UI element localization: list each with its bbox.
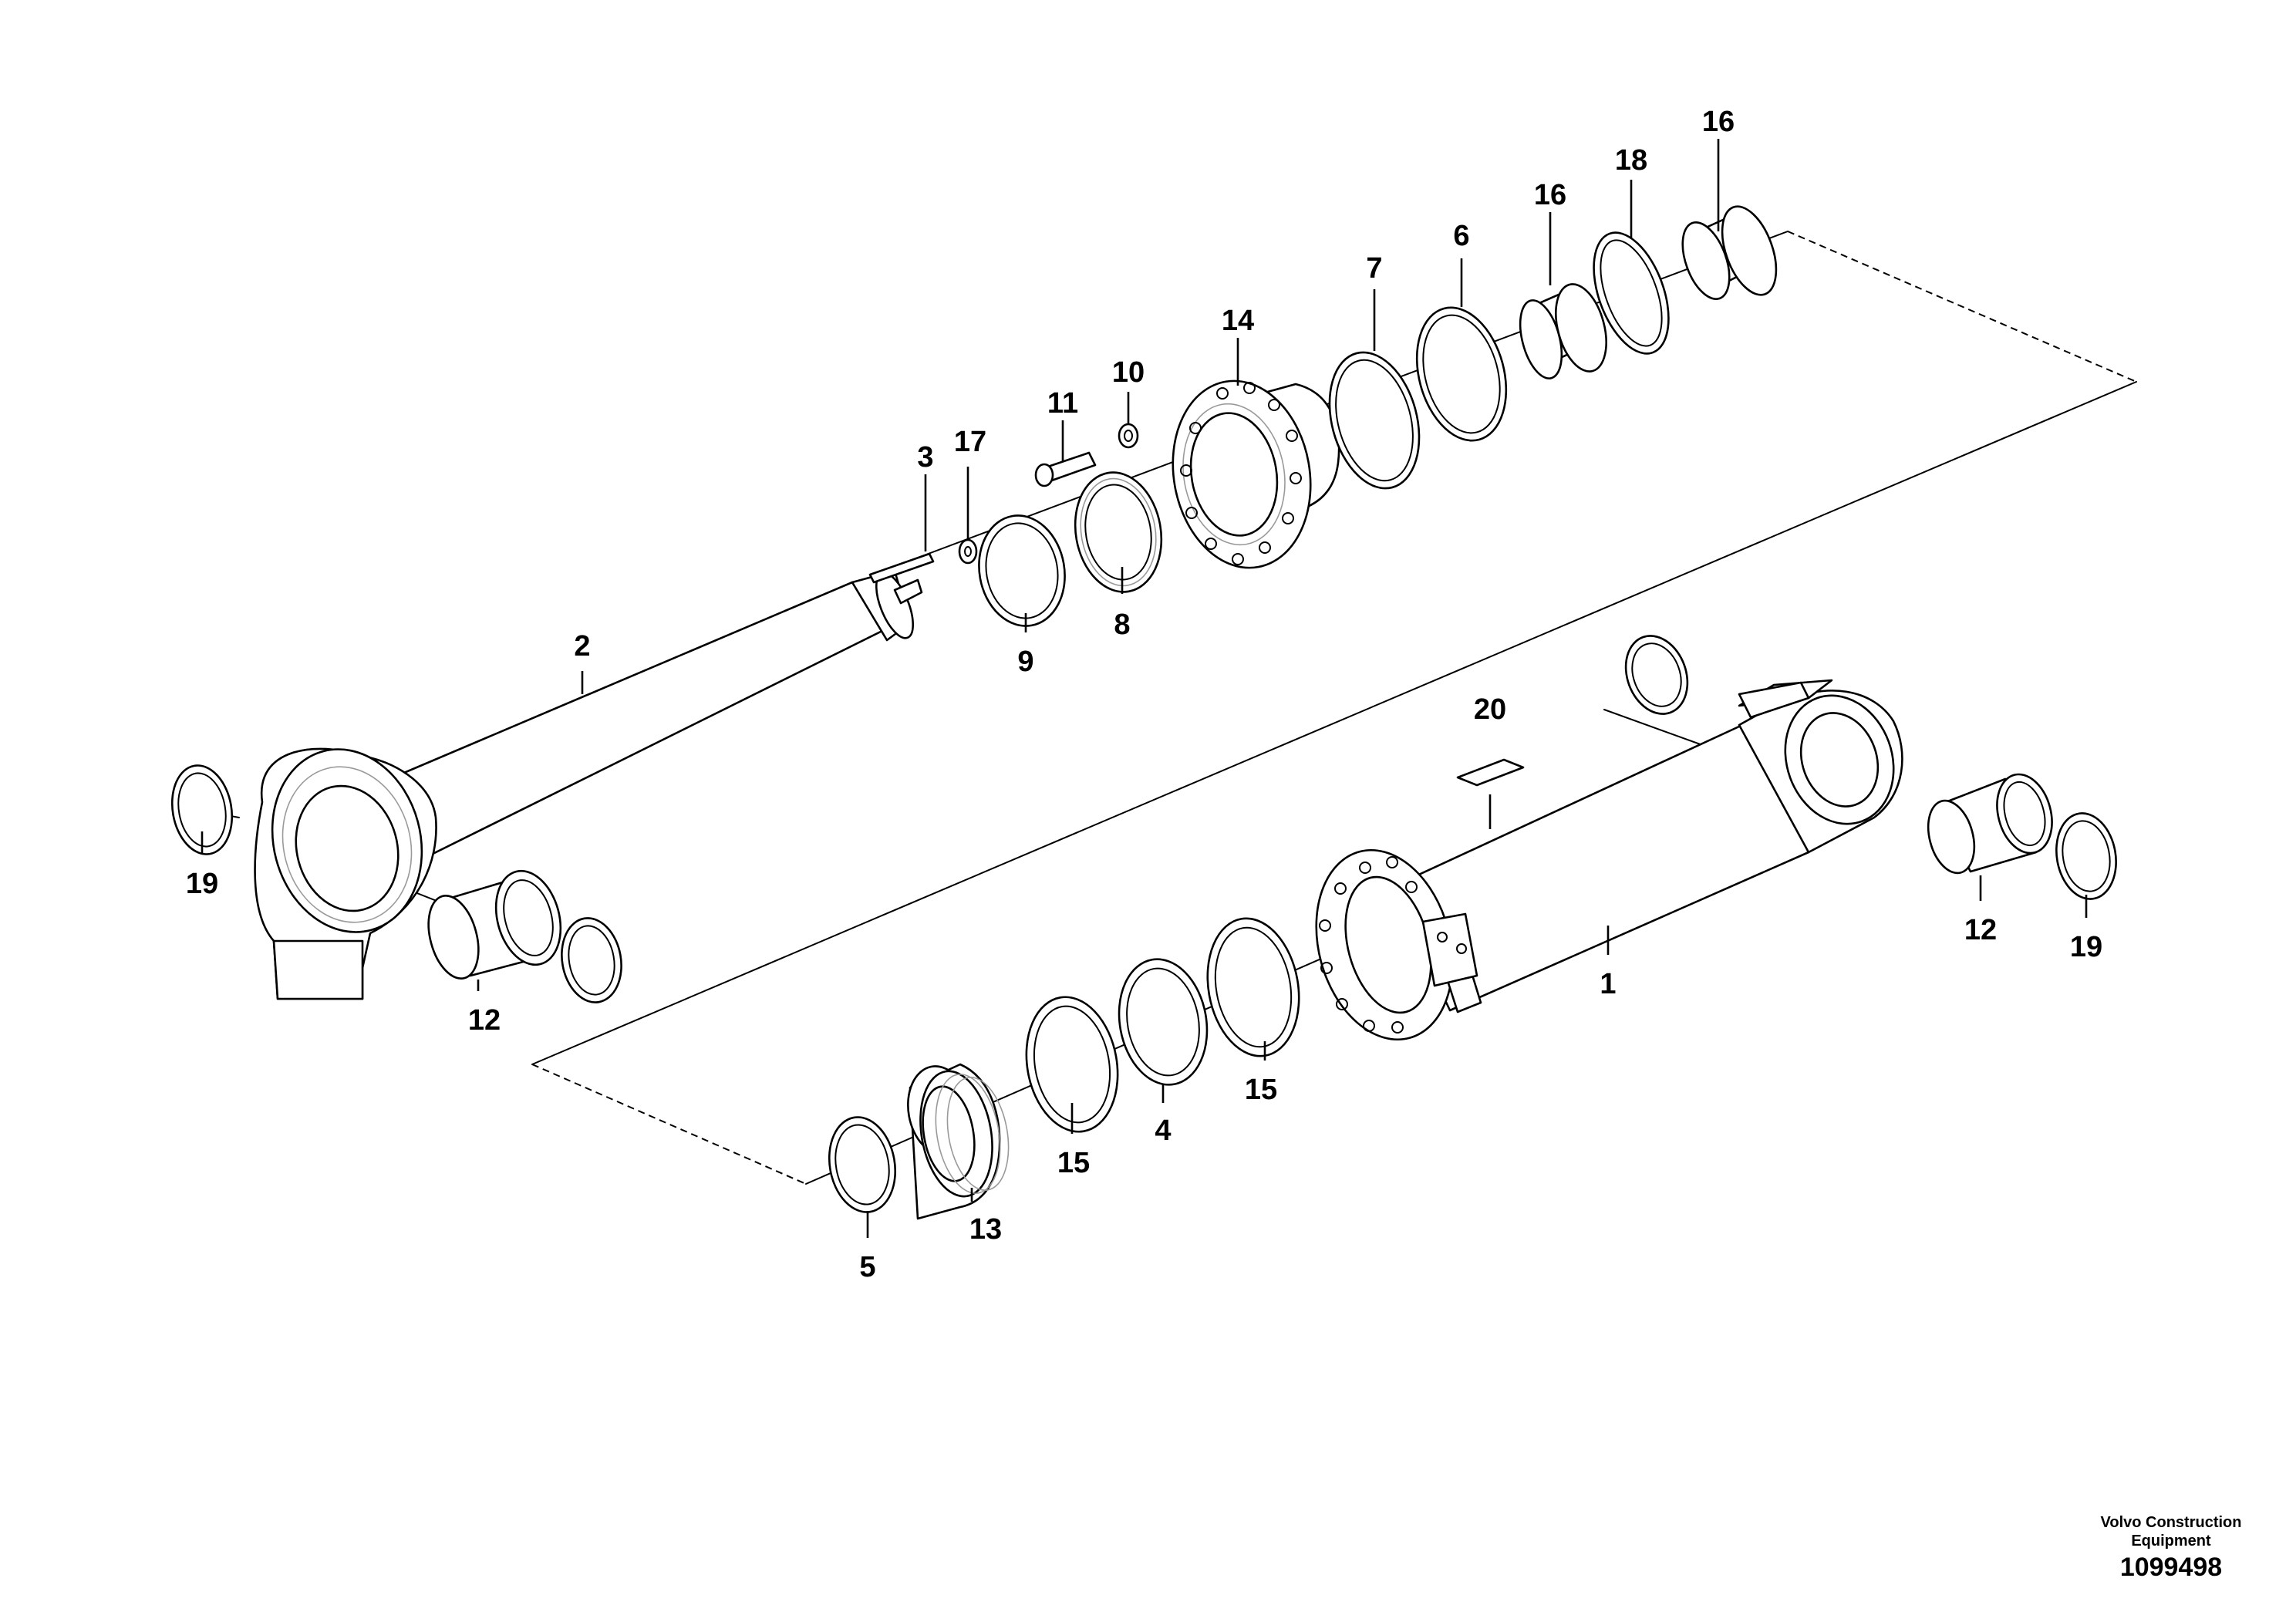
bushing-12-left	[427, 869, 562, 980]
callout-19-left: 19	[186, 868, 218, 900]
callout-12-right: 12	[1964, 914, 1997, 946]
callout-19-right: 19	[2070, 931, 2102, 963]
callout-8: 8	[1114, 609, 1130, 641]
seal-ring-left-bushing	[561, 917, 622, 1003]
backup-ring-part-6	[1415, 306, 1508, 442]
bushing-part-16-top	[1681, 205, 1778, 300]
callout-1: 1	[1600, 968, 1616, 1000]
washer-part-17	[958, 538, 978, 565]
drawing-number: 1099498	[2119, 1553, 2223, 1582]
ring-part-9	[978, 514, 1066, 627]
bushing-12-right	[1927, 773, 2053, 875]
callout-numbers: 1 2 3 4 5 6 7 8 9 10 11 12 12 13 14 15 1…	[186, 106, 2102, 1283]
callout-14: 14	[1222, 305, 1254, 337]
washer-part-10	[1118, 423, 1139, 449]
piston-part-13	[907, 1063, 1010, 1220]
cylinder-tube-part-1	[1315, 679, 1903, 1041]
cylinder-head-part-14	[1172, 379, 1340, 569]
seal-ring-19-left	[170, 764, 234, 855]
callout-11: 11	[1047, 387, 1078, 420]
head-bolt-holes	[1180, 382, 1302, 565]
ring-part-18	[1593, 231, 1670, 355]
callout-4: 4	[1155, 1114, 1171, 1147]
callout-16-middle: 16	[1534, 179, 1566, 211]
callout-13: 13	[969, 1213, 1002, 1246]
bolt-part-11	[1034, 451, 1097, 487]
pin-part-3	[868, 552, 935, 584]
callout-5: 5	[859, 1251, 875, 1283]
o-ring-part-7	[1328, 351, 1421, 490]
callout-17: 17	[954, 426, 986, 458]
flange-bolt-holes	[1319, 856, 1418, 1034]
callout-20: 20	[1474, 693, 1506, 726]
seal-part-15-lower	[1025, 996, 1119, 1133]
seal-part-8	[1074, 471, 1163, 593]
seal-ring-19-upper	[1624, 635, 1689, 715]
ring-part-4	[1118, 958, 1209, 1086]
callout-10: 10	[1112, 356, 1145, 389]
callout-2: 2	[574, 630, 590, 663]
callout-12-left: 12	[468, 1004, 501, 1037]
bushing-part-16-middle	[1519, 283, 1607, 379]
callout-16-top: 16	[1702, 106, 1735, 138]
piston-rod-part-2	[254, 569, 923, 1000]
callout-9: 9	[1017, 646, 1033, 678]
brand-line-1: Volvo Construction	[2100, 1514, 2242, 1531]
tube-port-block	[1421, 912, 1478, 987]
ring-part-5	[828, 1116, 897, 1213]
brand-line-2: Equipment	[2131, 1533, 2211, 1549]
callout-15-lower: 15	[1057, 1147, 1090, 1179]
brand-block: Volvo Construction Equipment 1099498	[2067, 1513, 2275, 1584]
label-plate-part-20	[1456, 758, 1525, 787]
callout-18: 18	[1615, 144, 1647, 177]
callout-3: 3	[917, 441, 933, 474]
leader-lines	[201, 139, 2088, 1238]
callout-15-upper: 15	[1245, 1074, 1277, 1106]
assembly-dashed-lines	[531, 231, 2137, 1185]
seal-ring-19-right	[2055, 812, 2117, 900]
callout-7: 7	[1366, 252, 1382, 285]
callout-6: 6	[1453, 220, 1469, 252]
seal-part-15-upper	[1206, 917, 1300, 1057]
